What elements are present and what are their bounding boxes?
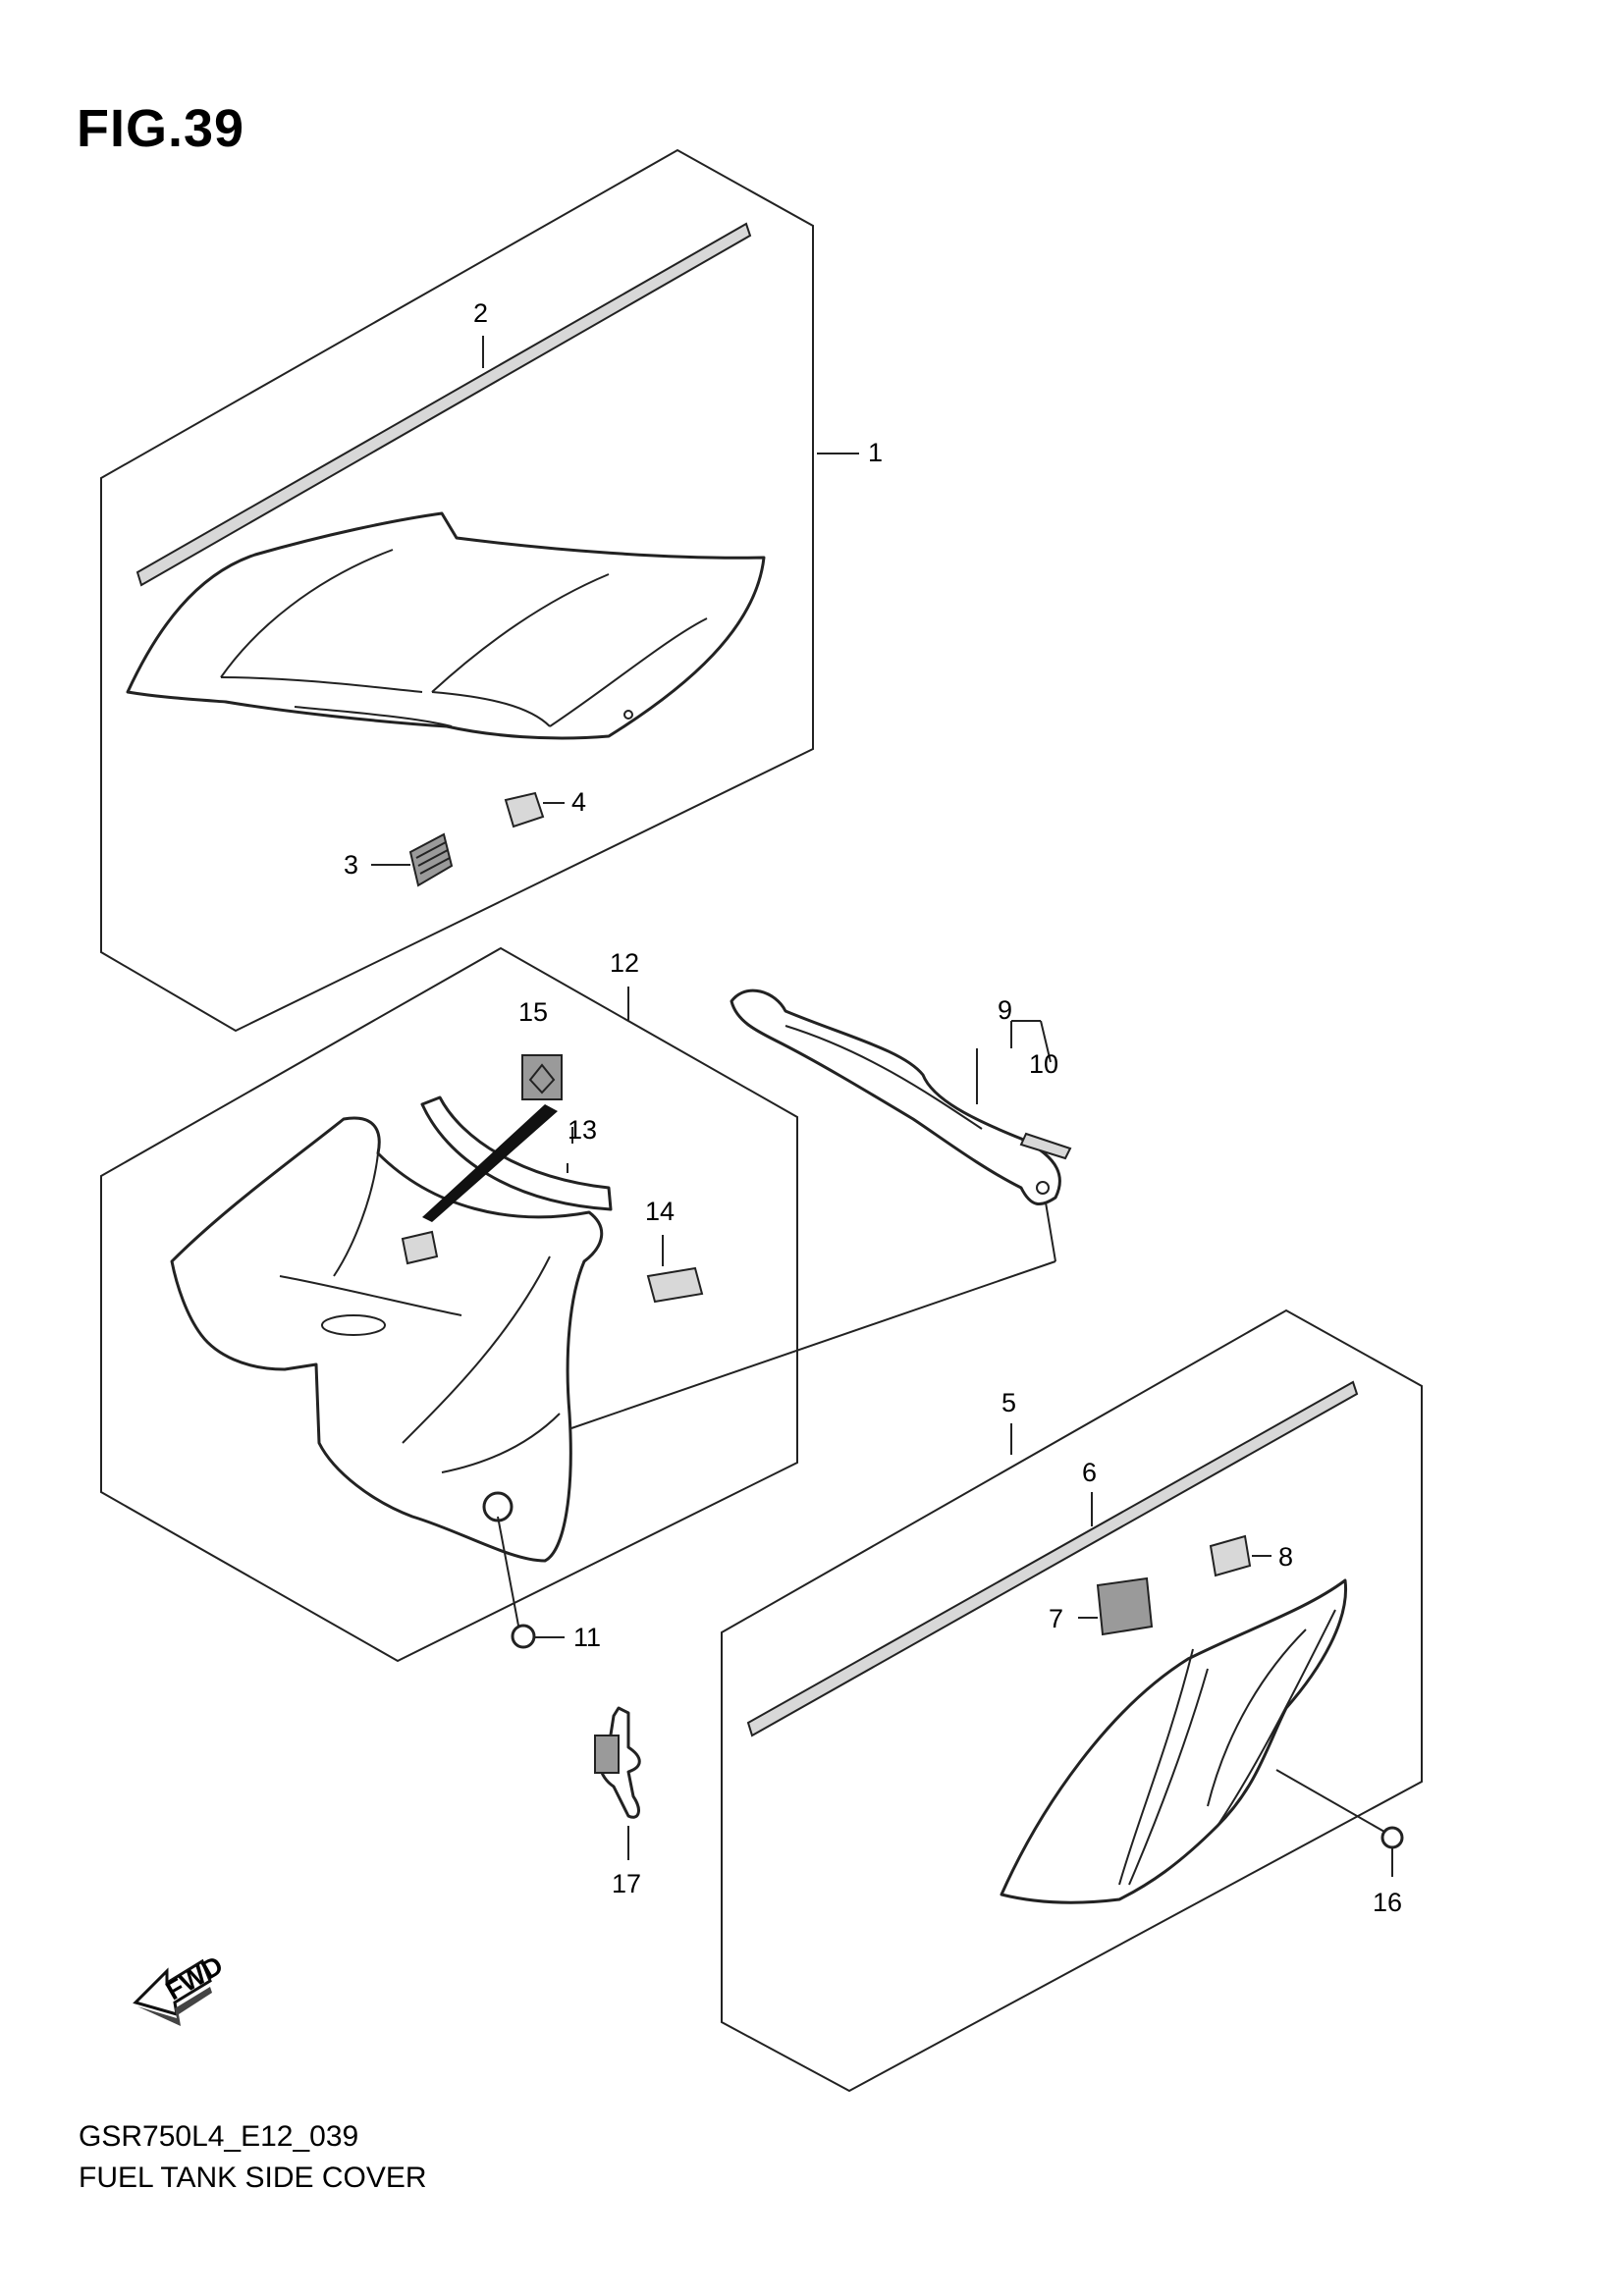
callout-13[interactable]: 13: [568, 1115, 597, 1145]
part-10-pad[interactable]: [1019, 1132, 1072, 1160]
part-11-screw[interactable]: [511, 1624, 536, 1649]
callout-15[interactable]: 15: [518, 997, 548, 1027]
forward-direction-arrow: FWD: [133, 1950, 228, 2026]
callout-17[interactable]: 17: [612, 1869, 641, 1898]
group-box-front-cover: [100, 946, 798, 1663]
part-15-decal[interactable]: [401, 1054, 563, 1265]
part-3-emblem-grille[interactable]: [408, 832, 454, 887]
callout-7[interactable]: 7: [1049, 1604, 1063, 1633]
callout-12[interactable]: 12: [610, 948, 639, 978]
part-12-front-side-cover[interactable]: [170, 1116, 604, 1563]
part-6-trim-strip[interactable]: [746, 1380, 1359, 1737]
callout-6[interactable]: 6: [1082, 1458, 1097, 1487]
part-9-bracket[interactable]: [730, 988, 1061, 1206]
part-8-cushion-pad[interactable]: [1209, 1534, 1252, 1577]
callout-16[interactable]: 16: [1373, 1888, 1402, 1917]
callout-5[interactable]: 5: [1001, 1388, 1016, 1417]
part-7-emblem[interactable]: [1096, 1576, 1154, 1636]
part-1-side-cover[interactable]: [126, 511, 766, 740]
callout-11[interactable]: 11: [573, 1623, 601, 1652]
callout-1[interactable]: 1: [868, 438, 883, 467]
callout-8[interactable]: 8: [1278, 1542, 1293, 1572]
callout-14[interactable]: 14: [645, 1197, 675, 1226]
callout-2[interactable]: 2: [473, 298, 488, 328]
part-4-cushion-pad[interactable]: [504, 791, 545, 828]
part-5-side-cover[interactable]: [1000, 1578, 1348, 1904]
figure-title: FIG.39: [77, 99, 245, 158]
part-14-cushion-pad[interactable]: [646, 1266, 704, 1304]
part-13-rubber-strip[interactable]: [420, 1095, 613, 1211]
part-17-clamp[interactable]: [594, 1706, 641, 1819]
group-box-lower-cover: [721, 1308, 1423, 2093]
part-2-trim-strip[interactable]: [135, 222, 752, 587]
group-box-upper-cover: [100, 148, 814, 1033]
callout-4[interactable]: 4: [571, 787, 586, 817]
diagram-name: FUEL TANK SIDE COVER: [79, 2162, 427, 2194]
part-16-screw[interactable]: [1380, 1826, 1404, 1849]
diagram-code: GSR750L4_E12_039: [79, 2120, 359, 2153]
callout-3[interactable]: 3: [344, 850, 358, 880]
callout-9[interactable]: 9: [998, 995, 1012, 1025]
callout-10[interactable]: 10: [1029, 1049, 1058, 1079]
